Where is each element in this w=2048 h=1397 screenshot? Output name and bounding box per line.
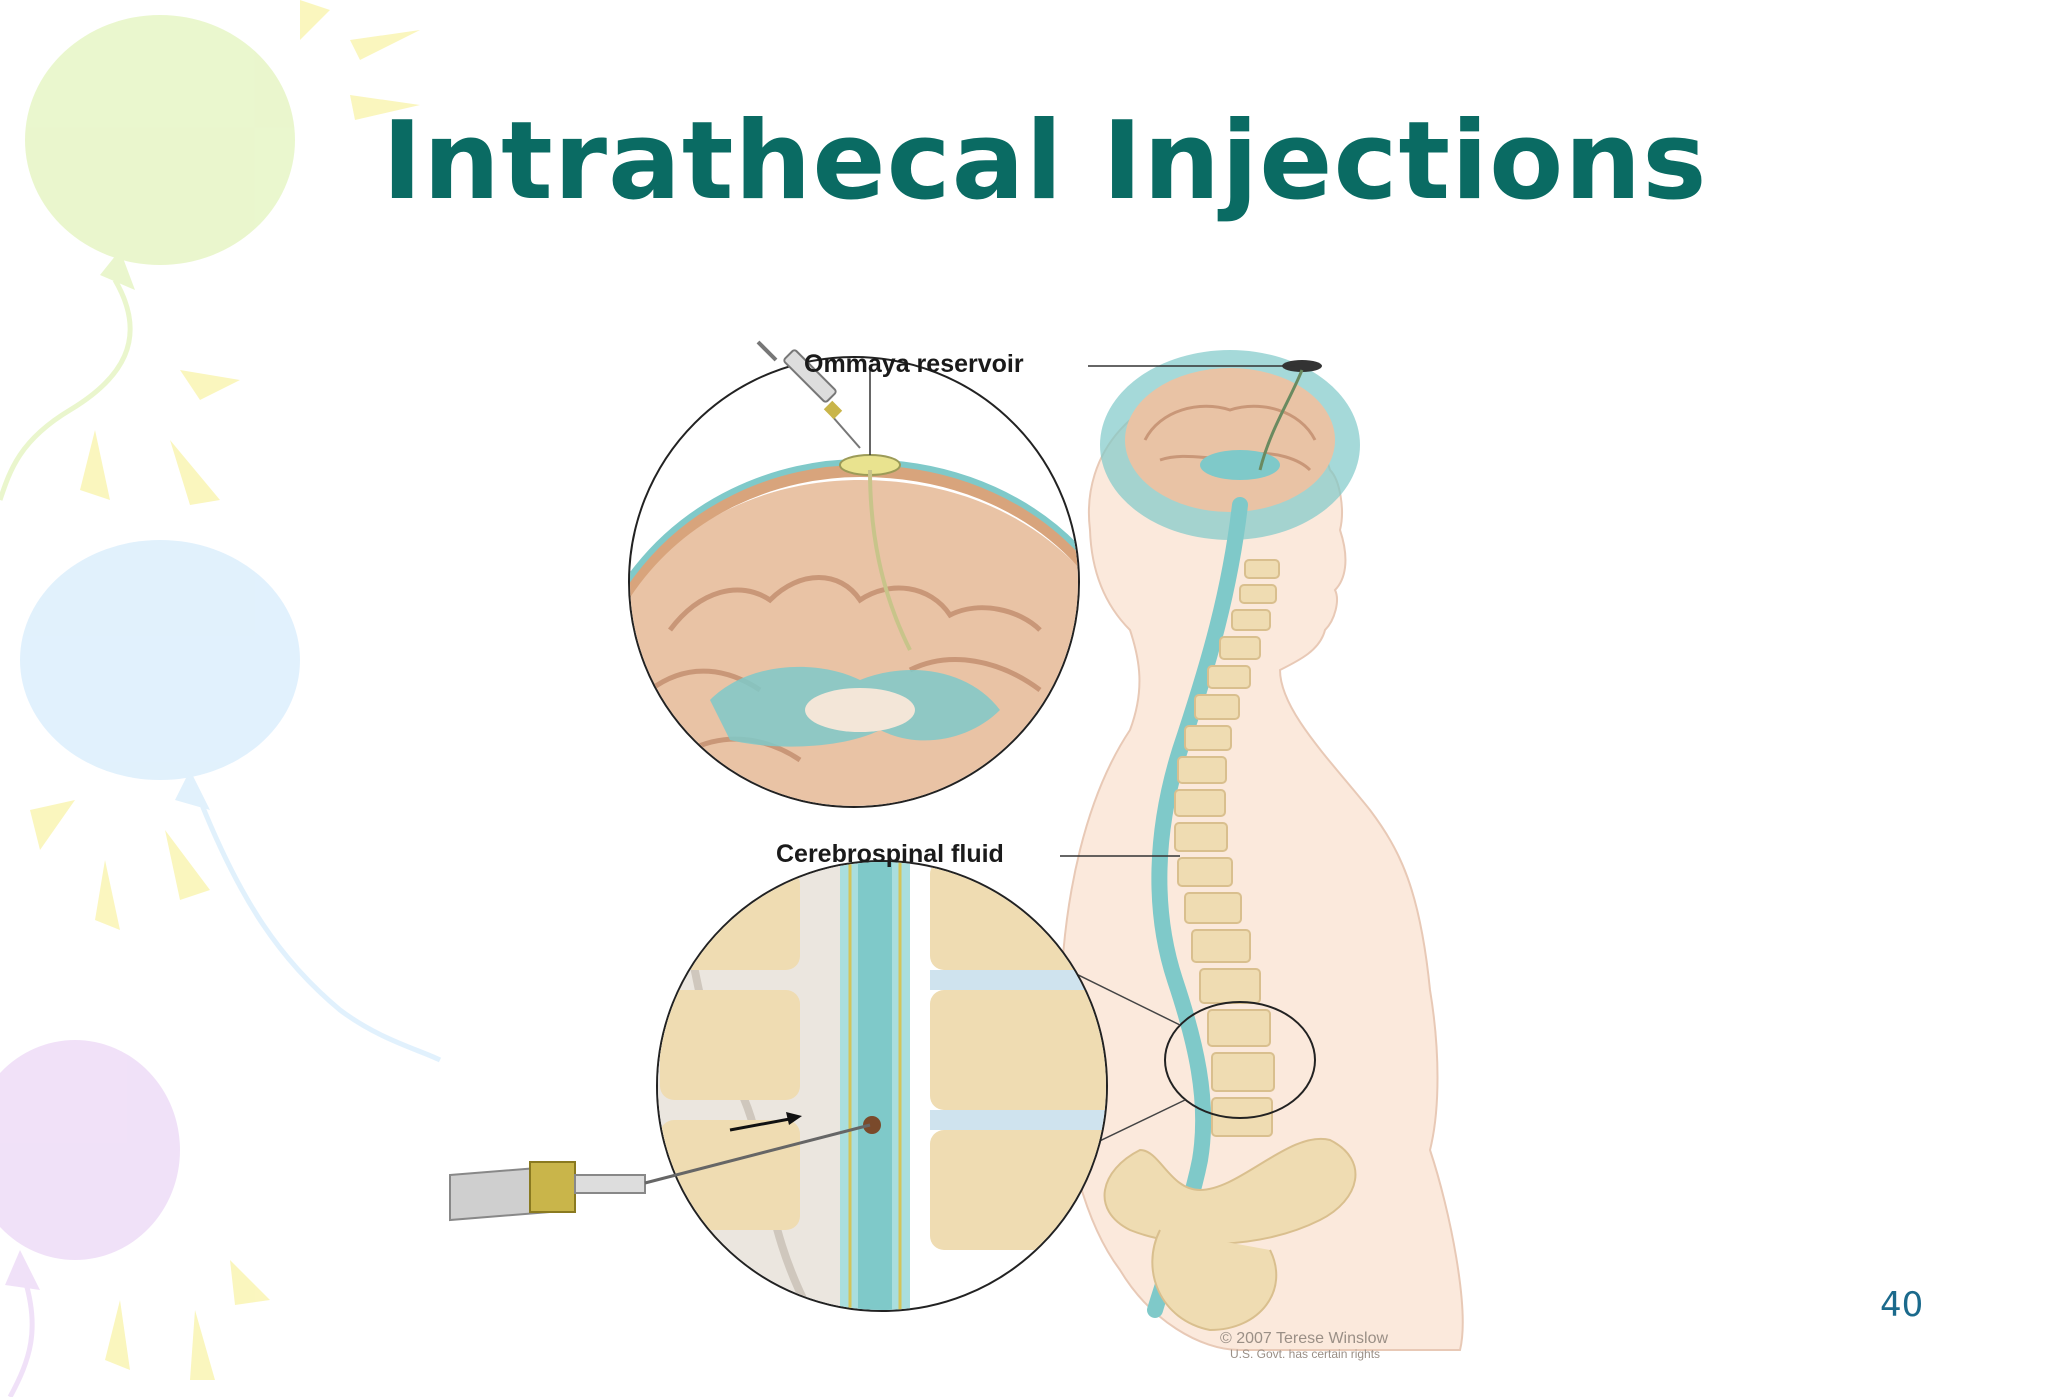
- copyright-credit: © 2007 Terese Winslow U.S. Govt. has cer…: [1220, 1330, 1388, 1361]
- lumbar-zoom-circle: [1164, 1001, 1316, 1119]
- anatomy-drawing: [449, 340, 1464, 1351]
- syringe-top: [756, 340, 861, 449]
- label-cerebrospinal-fluid: Cerebrospinal fluid: [776, 840, 1004, 868]
- credit-line-2: U.S. Govt. has certain rights: [1230, 1346, 1381, 1361]
- credit-line-1: © 2007 Terese Winslow: [1220, 1330, 1389, 1347]
- slide-title: Intrathecal Injections: [382, 99, 1708, 224]
- label-ommaya-reservoir: Ommaya reservoir: [804, 350, 1024, 378]
- intrathecal-anatomy-illustration: Ommaya reservoir Cerebrospinal fluid © 2…: [440, 330, 1520, 1360]
- ventricular-catheter: [868, 469, 912, 651]
- balloon-decoration: [0, 0, 442, 1397]
- vertebrae: [1174, 559, 1280, 1137]
- page-number: 40: [1880, 1285, 1924, 1325]
- pelvis: [1103, 1137, 1357, 1245]
- body-silhouette: [1058, 388, 1464, 1351]
- syringe-bottom: [449, 1123, 871, 1222]
- ommaya-reservoir-marker: [1282, 360, 1322, 372]
